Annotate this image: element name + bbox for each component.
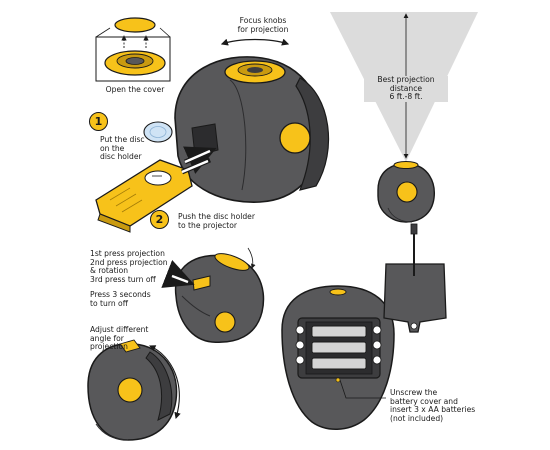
open-cover-illustration xyxy=(95,17,171,82)
push-holder-label: Push the disc holder to the projector xyxy=(178,212,255,230)
disc-holder-illustration xyxy=(95,121,217,233)
focus-knobs-label: Focus knobs for projection xyxy=(237,16,289,34)
best-distance-label: Best projection distance 6 ft.-8 ft. xyxy=(364,75,448,102)
battery-compartment-illustration xyxy=(281,223,447,430)
projector-main xyxy=(174,38,330,203)
open-cover-label: Open the cover xyxy=(105,85,165,94)
press-modes-label: 1st press projection 2nd press projectio… xyxy=(90,249,168,284)
step-1-badge: 1 xyxy=(89,112,108,131)
batteries xyxy=(311,325,367,370)
disc xyxy=(143,121,173,143)
step-2-badge: 2 xyxy=(150,210,169,229)
press-button-illustration xyxy=(161,247,265,344)
press-hold-label: Press 3 seconds to turn off xyxy=(90,290,151,308)
lifted-cover xyxy=(114,17,156,33)
side-button xyxy=(279,122,311,154)
put-disc-label: Put the disc on the disc holder xyxy=(100,135,145,162)
projection-beam-illustration xyxy=(330,12,478,223)
angle-adjust-illustration xyxy=(87,339,181,441)
unscrew-label: Unscrew the battery cover and insert 3 x… xyxy=(390,388,476,423)
adjust-angle-label: Adjust different angle for projection xyxy=(90,325,149,352)
